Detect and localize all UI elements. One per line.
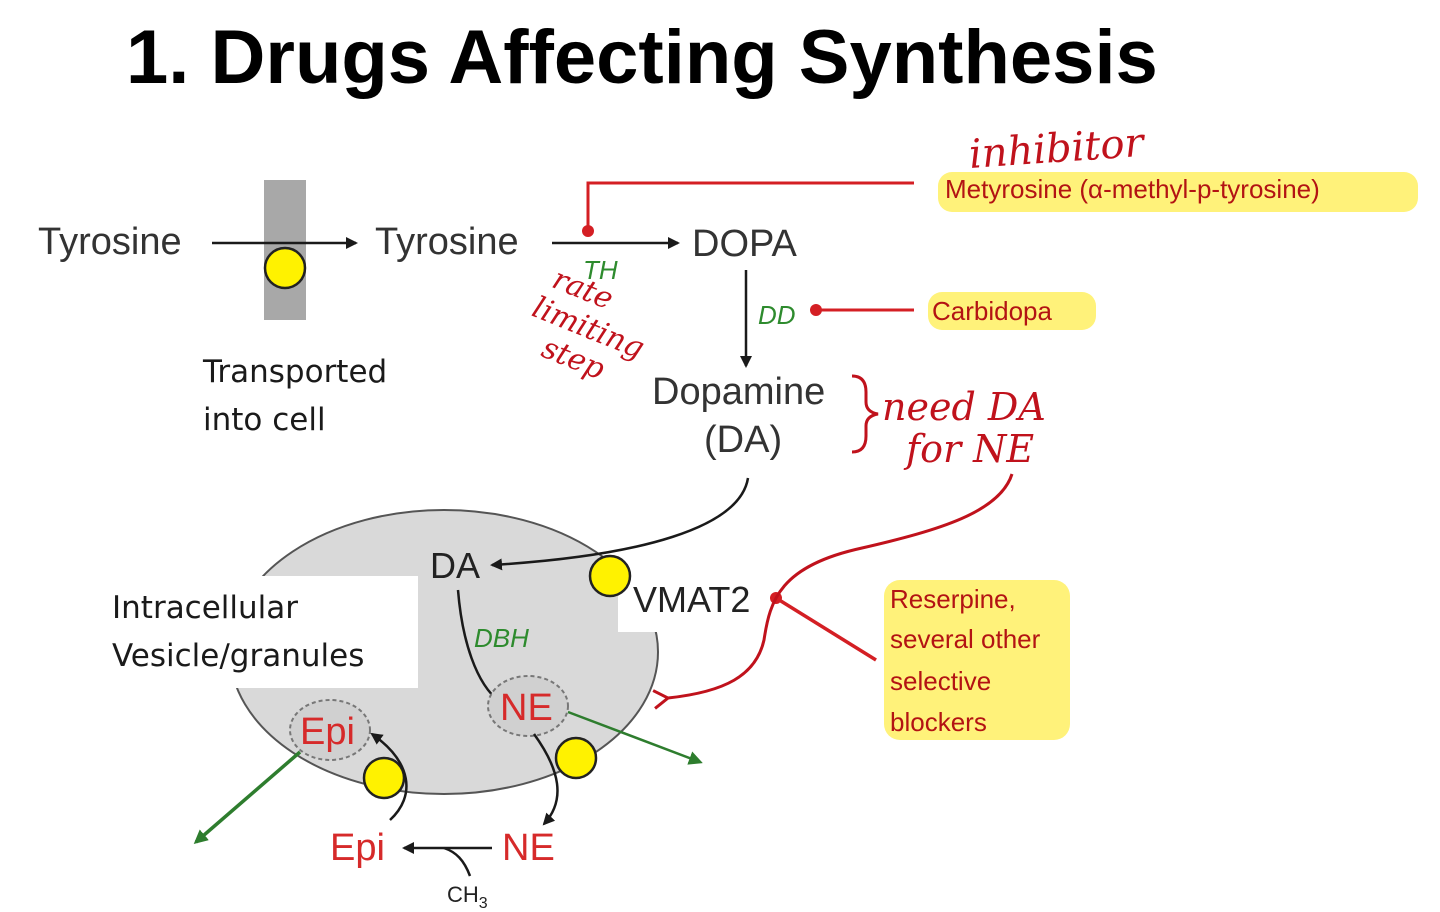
enzyme-dbh: DBH <box>474 623 529 653</box>
metyrosine-inhibition-line <box>586 181 914 228</box>
node-epi-vesicle: Epi <box>300 711 355 753</box>
label-transport-line2: into cell <box>203 402 326 438</box>
epi-vesicle-pool <box>289 699 371 761</box>
node-ne-vesicle: NE <box>500 687 553 729</box>
label-ch3-subscript: 3 <box>479 895 488 912</box>
label-vesicle-line2: Vesicle/granules <box>112 638 364 674</box>
label-ch3: CH3 <box>447 882 488 912</box>
handwriting-inhibitor: inhibitor <box>967 120 1147 178</box>
node-dopamine-abbr: (DA) <box>704 419 782 461</box>
node-tyrosine-outside: Tyrosine <box>38 221 182 263</box>
arrow-dopamine-to-vesicle <box>490 477 750 571</box>
arrow-epi-release <box>193 750 302 844</box>
epi-transporter-icon <box>362 756 406 800</box>
reserpine-highlight <box>884 580 1070 740</box>
node-ne-cytosol: NE <box>502 827 555 869</box>
label-transport-line1: Transported <box>202 354 387 390</box>
arrow-ne-release <box>567 710 703 765</box>
carbidopa-inhibition-point <box>810 304 822 316</box>
vesicle-label-box <box>96 576 418 688</box>
metyrosine-inhibition-point <box>582 225 594 237</box>
arrow-ne-vesicle-to-cytosol <box>532 733 559 826</box>
membrane-transporter-icon <box>263 246 307 290</box>
methyl-donor-arrow <box>443 846 472 877</box>
vmat2-transporter-icon <box>588 554 632 598</box>
arrow-epi-cytosol-to-vesicle <box>370 732 408 821</box>
handwriting-need-line2: for NE <box>903 427 1034 471</box>
metyrosine-highlight <box>938 172 1418 212</box>
handwriting-rate-limiting: rate limiting step <box>527 261 649 387</box>
handwriting-brace <box>851 374 879 454</box>
enzyme-th: TH <box>583 255 618 285</box>
label-vesicle-line1: Intracellular <box>112 590 298 626</box>
handwriting-need-line1: need DA <box>882 385 1046 429</box>
node-da-vesicle: DA <box>430 545 480 586</box>
drug-metyrosine: Metyrosine (α-methyl-p-tyrosine) <box>945 174 1320 204</box>
node-dopamine: Dopamine <box>652 371 825 413</box>
label-vmat2: VMAT2 <box>633 579 750 620</box>
drug-reserpine-line1: Reserpine, <box>890 584 1016 614</box>
drug-reserpine-line3: selective <box>890 666 991 696</box>
reserpine-inhibition-line <box>775 596 877 662</box>
drug-reserpine-line4: blockers <box>890 707 987 737</box>
page-title: 1. Drugs Affecting Synthesis <box>126 15 1158 100</box>
drug-carbidopa: Carbidopa <box>932 296 1053 326</box>
carbidopa-highlight <box>928 292 1096 330</box>
label-ch3-main: CH <box>447 882 479 907</box>
ne-vesicle-pool <box>487 675 569 737</box>
node-tyrosine-inside: Tyrosine <box>375 221 519 263</box>
enzyme-dd: DD <box>758 300 796 330</box>
node-epi-cytosol: Epi <box>330 827 385 869</box>
vmat2-label-box <box>618 570 764 632</box>
node-dopa: DOPA <box>692 223 798 265</box>
drug-reserpine-line2: several other <box>890 624 1041 654</box>
handwriting-arrow-to-vesicle <box>652 473 1014 710</box>
ne-transporter-icon <box>554 736 598 780</box>
